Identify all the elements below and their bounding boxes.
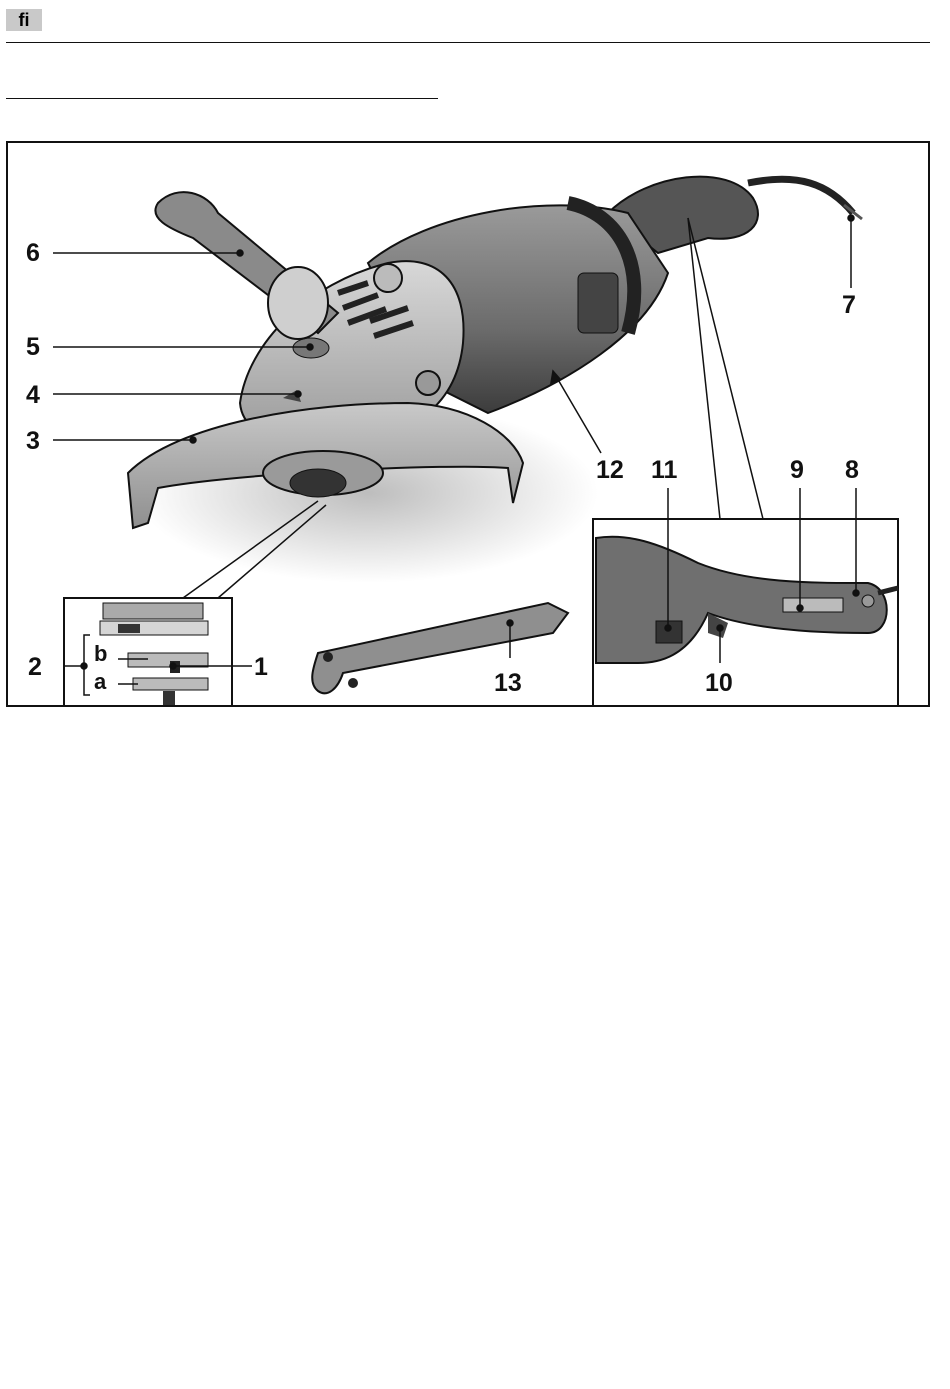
handle-socket-side <box>416 371 440 395</box>
handle-detail-inset <box>593 519 898 707</box>
spindle-detail-inset <box>64 598 232 707</box>
title-rule <box>6 98 438 99</box>
language-tag: fi <box>6 9 42 31</box>
inset-pointer-line <box>688 218 763 519</box>
spanner-pin <box>323 652 333 662</box>
callout-5: 5 <box>26 335 40 360</box>
callout-11: 11 <box>651 458 677 483</box>
product-illustration-figure: 6 5 4 3 7 12 11 9 8 10 13 2 1 b a <box>6 141 930 707</box>
spanner-pin <box>348 678 358 688</box>
callout-1: 1 <box>254 655 268 680</box>
power-cable <box>748 179 853 213</box>
callout-b: b <box>94 643 107 665</box>
callout-a: a <box>94 671 106 693</box>
callout-10: 10 <box>705 671 733 696</box>
handle-guard-disc <box>268 267 328 339</box>
spindle <box>290 469 346 497</box>
handle-socket-top <box>374 264 402 292</box>
angle-grinder-illustration <box>8 143 930 707</box>
callout-8: 8 <box>845 458 859 483</box>
callout-9: 9 <box>790 458 804 483</box>
callout-7: 7 <box>842 293 856 318</box>
callout-3: 3 <box>26 429 40 454</box>
header-rule <box>6 42 930 43</box>
side-switch-panel <box>578 273 618 333</box>
callout-4: 4 <box>26 383 40 408</box>
callout-6: 6 <box>26 241 40 266</box>
callout-12: 12 <box>596 458 624 483</box>
inset-pointer-line <box>688 218 720 519</box>
callout-2: 2 <box>28 655 42 680</box>
callout-13: 13 <box>494 671 522 696</box>
